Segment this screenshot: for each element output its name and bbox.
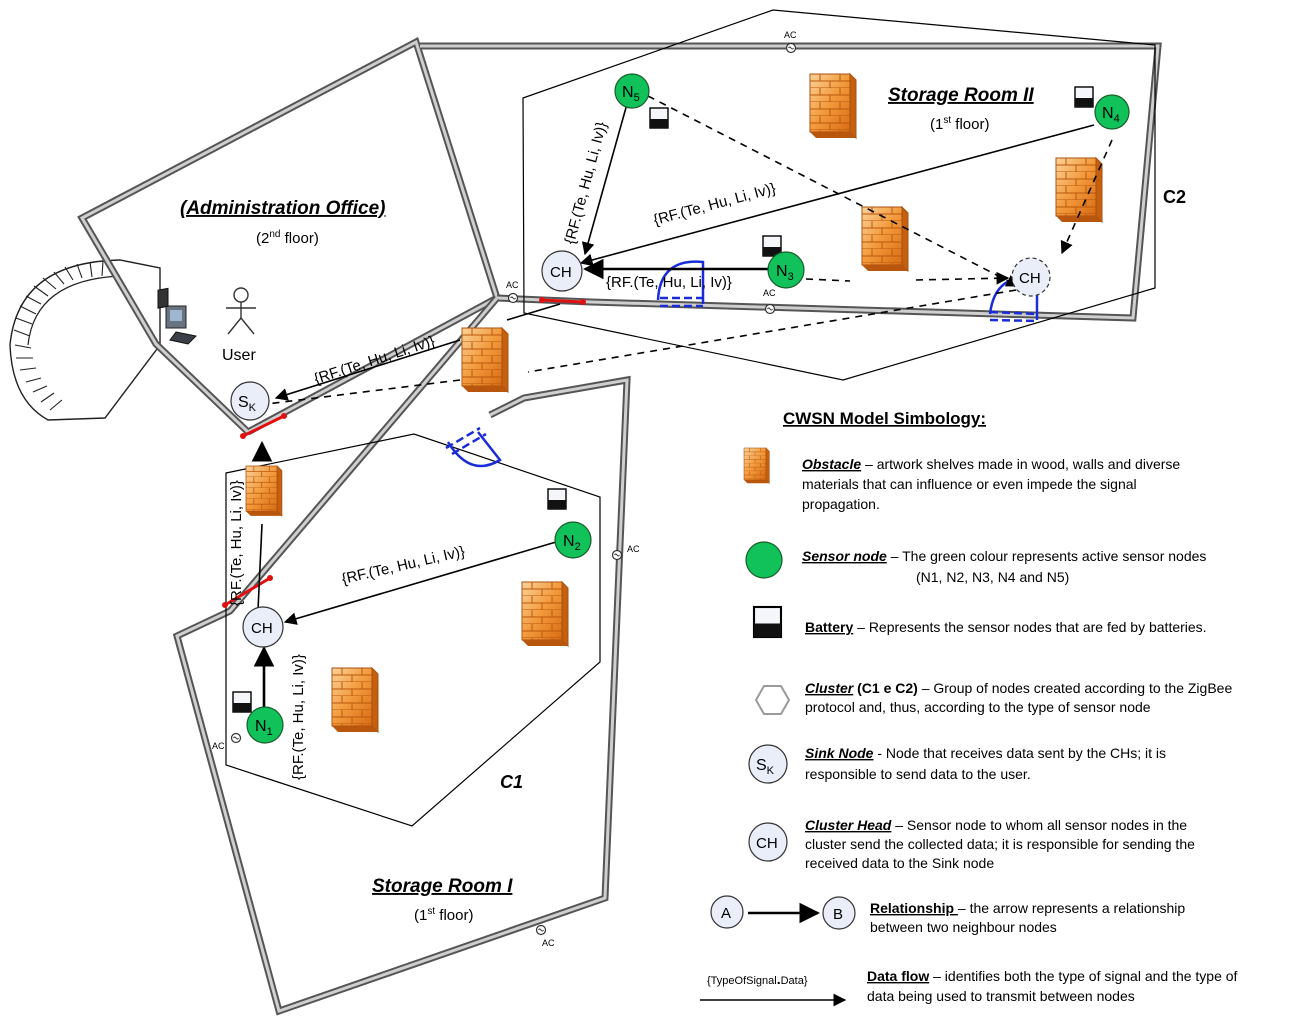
signal-label-n3-ch: {RF.(Te, Hu, Li, Iv)}	[606, 274, 732, 291]
signal-label-n2-ch: {RF.(Te, Hu, Li, Iv)}	[340, 543, 466, 588]
cluster-c2-label: C2	[1163, 187, 1186, 207]
signal-label-ch1-sink: {RF.(Te, Hu, Li, Iv)}	[228, 480, 245, 606]
battery-icon	[547, 488, 567, 510]
legend-obstacle-icon	[743, 447, 770, 484]
svg-text:B: B	[833, 906, 843, 923]
signal-label-n4-ch: {RF.(Te, Hu, Li, Iv)}	[652, 180, 778, 229]
svg-text:N1: N1	[255, 718, 273, 738]
svg-text:Battery – Represents the senso: Battery – Represents the sensor nodes th…	[805, 619, 1207, 635]
legend-sensor-node-icon	[745, 541, 783, 579]
obstacle-brick-icon	[1055, 157, 1103, 223]
node-n5[interactable]: N5	[614, 73, 650, 109]
svg-text:responsible to send data to th: responsible to send data to the user.	[805, 766, 1031, 782]
battery-icon	[1074, 86, 1094, 108]
svg-text:protocol and, thus, according: protocol and, thus, according to the typ…	[805, 699, 1151, 715]
staircase-icon	[9, 259, 161, 421]
svg-text:CH: CH	[756, 835, 778, 852]
cluster-head-c1[interactable]: CH	[242, 606, 284, 648]
obstacle-brick-icon	[809, 73, 857, 139]
obstacle-brick-icon	[331, 667, 379, 733]
svg-text:A: A	[721, 905, 731, 922]
svg-text:propagation.: propagation.	[802, 496, 880, 512]
svg-text:{TypeOfSignal.Data}: {TypeOfSignal.Data}	[707, 971, 808, 987]
svg-text:between two neighbour nodes: between two neighbour nodes	[870, 919, 1057, 935]
user-label: User	[222, 347, 256, 364]
admin-office-walls	[77, 36, 502, 436]
sink-node[interactable]: SK	[230, 381, 270, 421]
svg-text:AC: AC	[627, 544, 640, 554]
svg-text:N3: N3	[776, 263, 794, 283]
signal-label-ch2-sink: {RF.(Te, Hu, Li, Iv)}	[312, 333, 437, 388]
legend: CWSN Model Simbology: Obstacle – artwork…	[700, 409, 1238, 1007]
svg-text:AC: AC	[763, 288, 776, 298]
storage-room-2-title: Storage Room II	[888, 85, 1034, 106]
signal-label-n1-ch: {RF.(Te, Hu, Li, Iv)}	[290, 654, 307, 780]
cluster-c2-hexagon	[522, 9, 1156, 381]
battery-icon	[232, 691, 252, 713]
storage-room-2-floor: (1st floor)	[930, 115, 989, 133]
legend-sink-node-icon	[748, 744, 788, 784]
node-n4[interactable]: N4	[1094, 94, 1130, 130]
ac-units: AC AC AC AC AC AC	[212, 30, 797, 948]
svg-text:(N1, N2, N3, N4 and N5): (N1, N2, N3, N4 and N5)	[916, 569, 1069, 585]
battery-icon	[649, 107, 669, 129]
legend-cluster-head-icon	[748, 822, 788, 862]
svg-text:cluster send the collected dat: cluster send the collected data; it is r…	[805, 836, 1195, 852]
svg-text:AC: AC	[542, 938, 555, 948]
legend-node-a-icon	[710, 895, 744, 929]
svg-text:Obstacle – artwork shelves mad: Obstacle – artwork shelves made in wood,…	[802, 456, 1180, 472]
obstacle-brick-icon	[861, 206, 909, 272]
legend-node-b-icon	[822, 896, 856, 930]
signal-labels: {RF.(Te, Hu, Li, Iv)} {RF.(Te, Hu, Li, I…	[228, 120, 778, 780]
cluster-head-c2[interactable]: CH	[541, 250, 583, 292]
cluster-head-c2-alt[interactable]: CH	[1011, 257, 1051, 297]
svg-text:Data flow – identifies both th: Data flow – identifies both the type of …	[867, 968, 1238, 984]
svg-text:Relationship – the arrow repre: Relationship – the arrow represents a re…	[870, 900, 1185, 916]
svg-text:SK: SK	[756, 757, 775, 777]
svg-text:N2: N2	[563, 533, 581, 553]
svg-text:Sensor node – The green colour: Sensor node – The green colour represent…	[802, 548, 1206, 564]
obstacle-brick-icon	[245, 465, 283, 517]
obstacle-brick-icon	[461, 327, 509, 393]
svg-text:AC: AC	[506, 280, 519, 290]
svg-text:CH: CH	[550, 264, 572, 281]
svg-text:N4: N4	[1102, 105, 1120, 125]
svg-text:Cluster (C1 e C2) – Group of n: Cluster (C1 e C2) – Group of nodes creat…	[805, 680, 1232, 696]
storage-room-1-floor: (1st floor)	[414, 906, 473, 924]
storage-room-1-title: Storage Room I	[372, 876, 513, 897]
node-n1[interactable]: N1	[246, 706, 284, 744]
admin-office-title: (Administration Office)	[180, 198, 386, 219]
obstacle-brick-icon	[521, 581, 569, 647]
admin-office-floor: (2nd floor)	[256, 229, 319, 247]
user-icon	[226, 287, 256, 335]
signal-label-n5-ch: {RF.(Te, Hu, Li, Iv)}	[561, 120, 610, 246]
links	[251, 95, 1113, 708]
svg-text:received data to the Sink node: received data to the Sink node	[805, 855, 994, 871]
node-n2[interactable]: N2	[554, 521, 592, 559]
svg-text:CH: CH	[251, 620, 273, 637]
svg-text:CH: CH	[1019, 270, 1041, 287]
svg-text:AC: AC	[784, 30, 797, 40]
cluster-c1-hexagon	[225, 433, 601, 827]
svg-text:AC: AC	[212, 741, 225, 751]
battery-icon	[762, 235, 782, 257]
storage-room-1-walls	[172, 295, 631, 1016]
node-n3[interactable]: N3	[767, 251, 805, 289]
computer-icon	[157, 287, 198, 345]
svg-text:Sink Node - Node that receives: Sink Node - Node that receives data sent…	[805, 745, 1166, 761]
svg-text:SK: SK	[238, 394, 257, 414]
legend-cluster-hexagon-icon	[754, 685, 791, 715]
legend-battery-icon	[752, 605, 783, 639]
svg-text:Cluster Head – Sensor node to: Cluster Head – Sensor node to whom all s…	[805, 817, 1187, 833]
cluster-c1-label: C1	[500, 772, 523, 792]
legend-title: CWSN Model Simbology:	[783, 409, 986, 428]
svg-text:materials that can influence o: materials that can influence or even imp…	[802, 476, 1137, 492]
svg-text:data being used to transmit be: data being used to transmit between node…	[867, 988, 1135, 1004]
svg-text:N5: N5	[622, 84, 640, 104]
